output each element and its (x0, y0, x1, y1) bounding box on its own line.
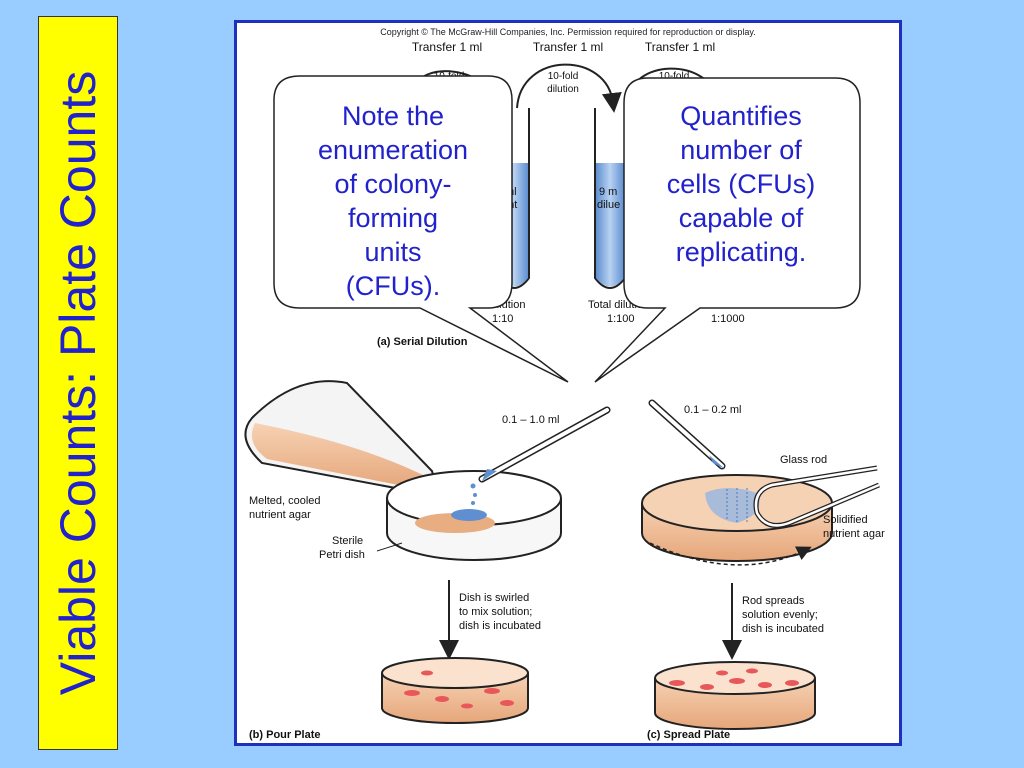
callout-bubble-right (594, 77, 861, 383)
transfer-label-2: Transfer 1 ml (533, 40, 603, 54)
spread-agar-line2: nutrient agar (823, 528, 885, 540)
dilution-word: dilution (547, 84, 579, 95)
callout-right-line1: Quantifies (680, 101, 802, 131)
transfer-label-3: Transfer 1 ml (645, 40, 715, 54)
ratio-label-1: 1:10 (492, 313, 513, 325)
callout-left-line2: enumeration (317, 135, 469, 165)
spread-step-line2: solution evenly; (742, 609, 818, 621)
tube-label-3: 9 m (599, 186, 617, 198)
callout-left-line4: forming (347, 203, 439, 233)
spread-agar-line1: Solidified (823, 514, 868, 526)
caption-pour-plate: (b) Pour Plate (249, 729, 321, 741)
pour-plate-result (381, 657, 529, 724)
pour-step-line1: Dish is swirled (459, 592, 529, 604)
swirl-direction-arrow (649, 542, 812, 566)
spread-volume-label: 0.1 – 0.2 ml (684, 404, 741, 416)
callout-left-text: Note the enumeration of colony- forming … (282, 99, 504, 303)
callout-left-line6: (CFUs). (345, 271, 441, 301)
callout-left-line1: Note the (341, 101, 445, 131)
side-title-banner: Viable Counts: Plate Counts (38, 16, 118, 750)
agar-label-line2: nutrient agar (249, 509, 311, 521)
dilution-plating-diagram: Copyright © The McGraw-Hill Companies, I… (244, 27, 885, 741)
caption-serial-dilution: (a) Serial Dilution (377, 336, 468, 348)
glass-rod-label: Glass rod (780, 454, 827, 466)
agar-label-line1: Melted, cooled (249, 495, 321, 507)
fold-label-3: 10-fold (659, 71, 690, 82)
dish-label-line2: Petri dish (319, 549, 365, 561)
ratio-label-2: 1:100 (607, 313, 635, 325)
spread-pipette (648, 399, 726, 470)
callout-left-line3: of colony- (334, 169, 452, 199)
spread-step-line3: dish is incubated (742, 623, 824, 635)
pour-step-line2: to mix solution; (459, 606, 532, 618)
callout-right-line3: cells (CFUs) (666, 169, 816, 199)
dish-label-line1: Sterile (332, 535, 363, 547)
transfer-label-1: Transfer 1 ml (412, 40, 482, 54)
pour-step-line3: dish is incubated (459, 620, 541, 632)
pour-plate-dish (386, 470, 562, 561)
tube-label-4: dilue (597, 199, 620, 211)
spread-plate-dish (641, 474, 833, 562)
pour-volume-label: 0.1 – 1.0 ml (502, 414, 559, 426)
callout-right-line4: capable of (678, 203, 804, 233)
callout-right-line5: replicating. (675, 237, 807, 267)
callout-left-line5: units (364, 237, 422, 267)
pour-pipette (470, 406, 611, 505)
spread-plate-result (654, 661, 816, 730)
glass-rod (753, 465, 880, 528)
copyright-text: Copyright © The McGraw-Hill Companies, I… (380, 27, 755, 37)
fold-label-2: 10-fold (548, 71, 579, 82)
callout-right-line2: number of (680, 135, 802, 165)
ratio-label-3: 1:1000 (711, 313, 745, 325)
callout-right-text: Quantifies number of cells (CFUs) capabl… (630, 99, 852, 269)
spread-step-line1: Rod spreads (742, 595, 805, 607)
caption-spread-plate: (c) Spread Plate (647, 729, 730, 741)
callout-bubble-left (273, 75, 569, 383)
transfer-arc-2 (516, 63, 622, 113)
